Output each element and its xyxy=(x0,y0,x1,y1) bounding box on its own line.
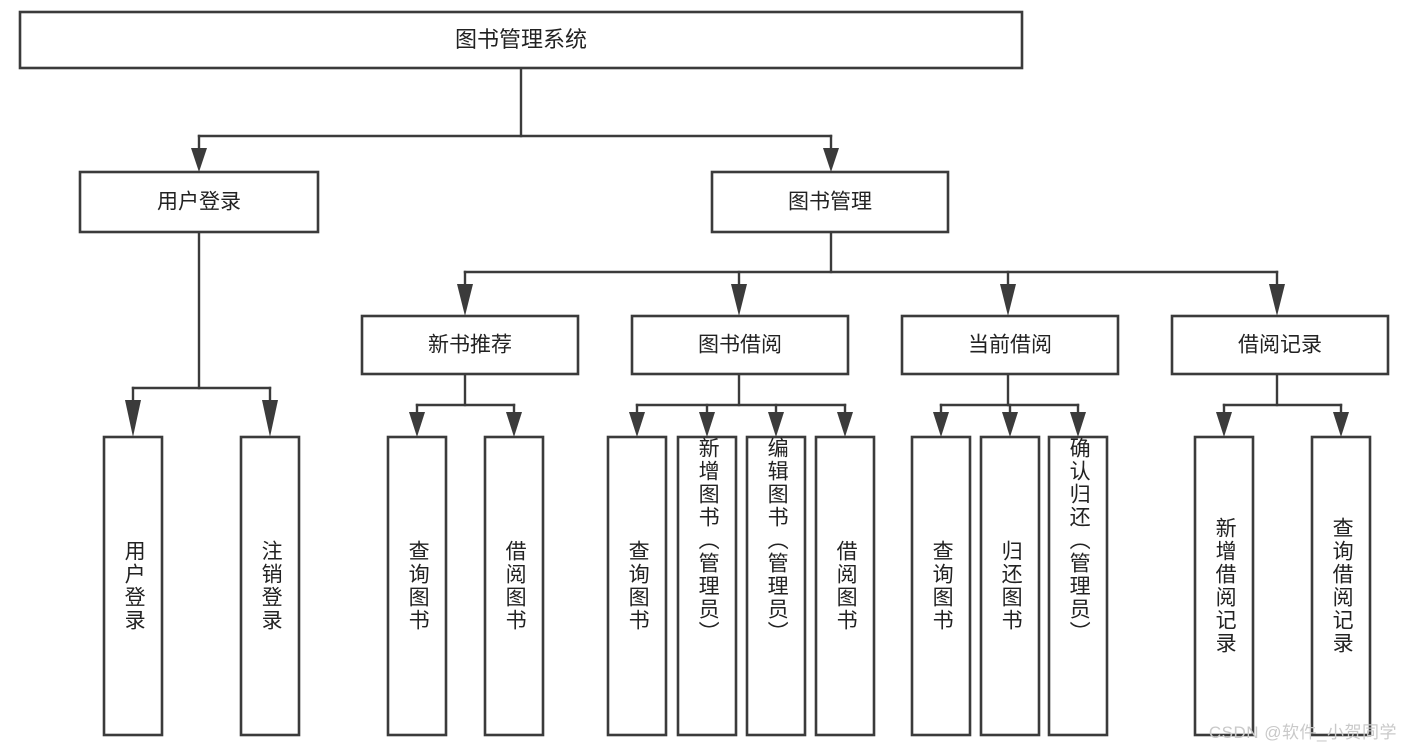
leaf-box-user-login[interactable] xyxy=(102,435,164,737)
arrow-head-book-borrow xyxy=(731,284,747,316)
node-current-borrow-box[interactable] xyxy=(900,314,1120,376)
node-root-box[interactable] xyxy=(18,10,1024,70)
leaf-box-nb-borrow-book[interactable] xyxy=(483,435,545,737)
leaf-box-cb-confirm-return[interactable] xyxy=(1047,435,1109,737)
arrow-head-leaf-user-logout xyxy=(262,400,278,437)
node-current-borrow-label: 当前借阅 xyxy=(968,334,1052,357)
leaf-box-user-logout[interactable] xyxy=(239,435,301,737)
leaf-box-br-query-record[interactable] xyxy=(1310,435,1372,737)
connector-group xyxy=(125,66,1349,437)
node-root-label: 图书管理系统 xyxy=(455,27,587,52)
arrow-head-br-leaf-1 xyxy=(1216,412,1232,437)
leaf-box-cb-return-book[interactable] xyxy=(979,435,1041,737)
arrow-head-cb-leaf-2 xyxy=(1002,412,1018,437)
arrow-head-current-borrow xyxy=(1000,284,1016,316)
arrow-head-book-manage xyxy=(823,148,839,172)
arrow-head-leaf-user-login xyxy=(125,400,141,437)
node-borrow-record-box[interactable] xyxy=(1170,314,1390,376)
node-user-login-box[interactable] xyxy=(78,170,320,234)
arrow-head-bb-leaf-2 xyxy=(699,412,715,437)
arrow-head-bb-leaf-4 xyxy=(837,412,853,437)
node-book-manage-label: 图书管理 xyxy=(788,191,872,214)
leaf-box-br-add-record[interactable] xyxy=(1193,435,1255,737)
arrow-head-borrow-record xyxy=(1269,284,1285,316)
node-borrow-record-label: 借阅记录 xyxy=(1238,334,1322,357)
arrow-head-bb-leaf-3 xyxy=(768,412,784,437)
leaf-box-nb-query-book[interactable] xyxy=(386,435,448,737)
leaf-box-bb-edit-book[interactable] xyxy=(745,435,807,737)
node-new-book-label: 新书推荐 xyxy=(428,334,512,357)
arrow-head-new-book xyxy=(457,284,473,316)
leaf-box-bb-add-book[interactable] xyxy=(676,435,738,737)
node-user-login-label: 用户登录 xyxy=(157,191,241,214)
node-book-manage-box[interactable] xyxy=(710,170,950,234)
arrow-head-br-leaf-2 xyxy=(1333,412,1349,437)
watermark-label: CSDN @软件_小贺同学 xyxy=(1208,723,1397,742)
leaf-box-bb-borrow-book[interactable] xyxy=(814,435,876,737)
arrow-head-user-login xyxy=(191,148,207,172)
node-book-borrow-label: 图书借阅 xyxy=(698,334,782,357)
arrow-head-cb-leaf-3 xyxy=(1070,412,1086,437)
node-group: 图书管理系统 用户登录 图书管理 新书推荐 图书借阅 当前借阅 借阅记录 xyxy=(18,10,1390,737)
arrow-head-nb-leaf-1 xyxy=(409,412,425,437)
node-new-book-box[interactable] xyxy=(360,314,580,376)
leaf-box-cb-query-book[interactable] xyxy=(910,435,972,737)
node-book-borrow-box[interactable] xyxy=(630,314,850,376)
arrow-head-cb-leaf-1 xyxy=(933,412,949,437)
arrow-head-nb-leaf-2 xyxy=(506,412,522,437)
arrow-head-bb-leaf-1 xyxy=(629,412,645,437)
leaf-box-bb-query-book[interactable] xyxy=(606,435,668,737)
